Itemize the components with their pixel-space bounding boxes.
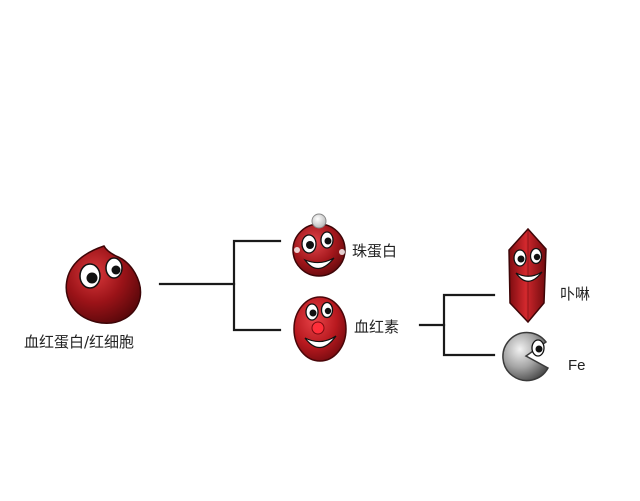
red-disc-face-icon [293, 296, 347, 362]
heme-label: 血红素 [354, 318, 399, 336]
globin-heme-bracket [232, 239, 282, 332]
globin-label: 珠蛋白 [352, 242, 397, 260]
root-label: 血红蛋白/红细胞 [24, 333, 134, 351]
crystal-face-icon [508, 227, 547, 324]
porphyrin-iron-bracket [442, 293, 496, 357]
ball-head-face-icon [292, 213, 346, 277]
porphyrin-label: 卟啉 [560, 285, 590, 303]
blood-drop-face-icon [65, 245, 142, 324]
iron-label: Fe [568, 357, 586, 374]
tree-connectors [158, 239, 496, 357]
gray-pacman-face-icon [502, 331, 550, 382]
